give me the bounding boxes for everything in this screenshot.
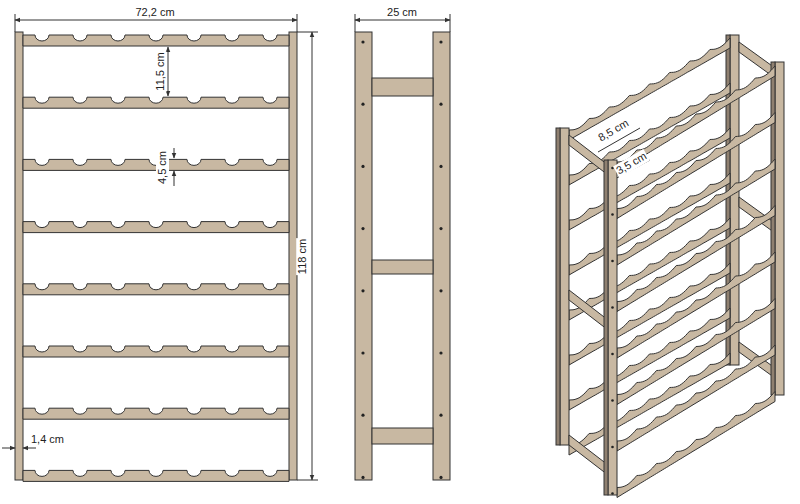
depth-dimension: 25 cm xyxy=(386,6,418,19)
spacing-dimension: 11,5 cm xyxy=(154,51,167,91)
side-view xyxy=(355,32,450,480)
dimension-lines xyxy=(2,14,650,480)
height-dimension: 118 cm xyxy=(296,237,309,274)
thickness-dimension: 1,4 cm xyxy=(30,433,65,446)
notch-dimension: 4,5 cm xyxy=(156,149,169,184)
isometric-view xyxy=(556,35,784,498)
front-view xyxy=(15,32,297,481)
width-dimension: 72,2 cm xyxy=(134,6,175,19)
